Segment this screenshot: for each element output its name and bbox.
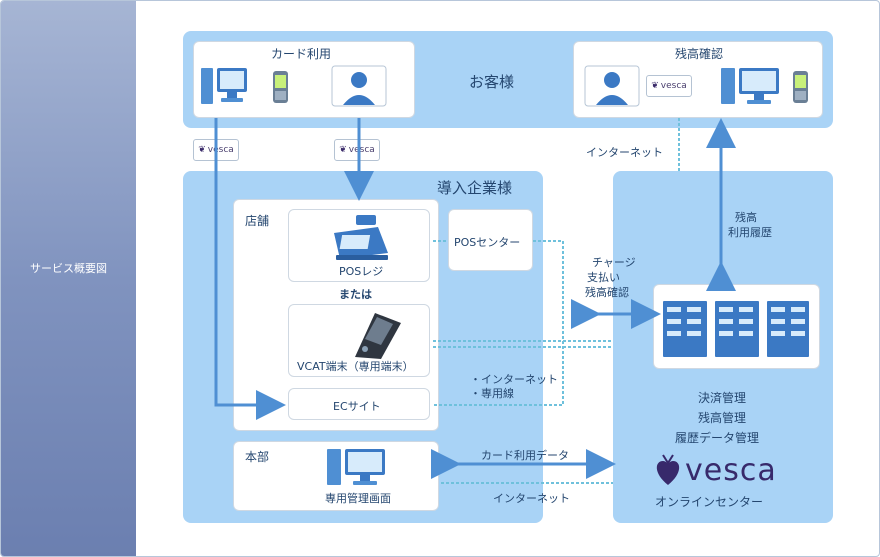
vesca-badge-text: vesca	[207, 145, 234, 155]
vesca-badge-text: vesca	[660, 81, 687, 91]
pos-register-label: POSレジ	[339, 265, 384, 278]
line-pos-center	[433, 240, 564, 406]
vcat-terminal-icon	[355, 313, 401, 359]
charge-label: チャージ	[592, 256, 636, 269]
balance-check-conn-label: 残高確認	[585, 286, 629, 299]
duty-payment-mgmt: 決済管理	[698, 391, 747, 405]
mobile-phone-icon-left	[273, 71, 288, 103]
online-center-caption: オンラインセンター	[655, 495, 764, 509]
pc-icon-left	[201, 68, 247, 104]
internet-top-label: インターネット	[586, 146, 663, 159]
admin-screen-label: 専用管理画面	[325, 492, 391, 505]
server-rack-icons	[663, 301, 809, 357]
sidebar-title: サービス概要図	[30, 262, 107, 275]
ec-site-label: ECサイト	[333, 400, 381, 413]
pos-center-box	[448, 209, 533, 271]
pc-icon-right	[721, 68, 779, 104]
duty-history-mgmt: 履歴データ管理	[675, 431, 760, 445]
balance-history-label-1: 残高	[735, 211, 757, 224]
dedicated-line-label: ・専用線	[470, 387, 514, 400]
or-label: または	[339, 288, 372, 301]
vcat-box	[288, 304, 430, 377]
vesca-card-icon: ❦vesca	[646, 75, 692, 97]
user-icon-left	[331, 65, 387, 107]
store-label: 店舗	[245, 214, 270, 228]
company-zone-title: 導入企業様	[437, 179, 513, 197]
vesca-heart-icon: ❦	[651, 81, 659, 91]
vesca-badge-center: ❦vesca	[334, 139, 380, 161]
vcat-label: VCAT端末（専用端末）	[297, 360, 414, 373]
hq-label: 本部	[245, 450, 270, 464]
pos-center-label: POSセンター	[454, 236, 521, 249]
internet-bottom-label: インターネット	[493, 492, 570, 505]
sidebar: サービス概要図	[1, 1, 136, 556]
vesca-badge-text: vesca	[348, 145, 375, 155]
vesca-heart-icon: ❦	[198, 145, 206, 155]
pos-register-icon	[334, 215, 388, 260]
mobile-phone-icon-right	[793, 71, 808, 103]
ec-site-box	[288, 388, 430, 420]
internet-bullet-label: ・インターネット	[470, 373, 558, 386]
card-use-label: カード利用	[271, 47, 332, 61]
customer-zone-title: お客様	[469, 73, 515, 91]
balance-check-label: 残高確認	[675, 47, 724, 61]
vesca-heart-icon	[656, 454, 680, 485]
hq-pc-icon	[327, 449, 385, 485]
payment-label: 支払い	[587, 271, 620, 284]
balance-history-label-2: 利用履歴	[728, 226, 772, 239]
vesca-brand-logo: vesca	[685, 453, 777, 488]
vesca-heart-icon: ❦	[339, 145, 347, 155]
line-customer-to-ec	[214, 118, 286, 420]
duty-balance-mgmt: 残高管理	[698, 411, 747, 425]
user-icon-right	[584, 65, 640, 107]
